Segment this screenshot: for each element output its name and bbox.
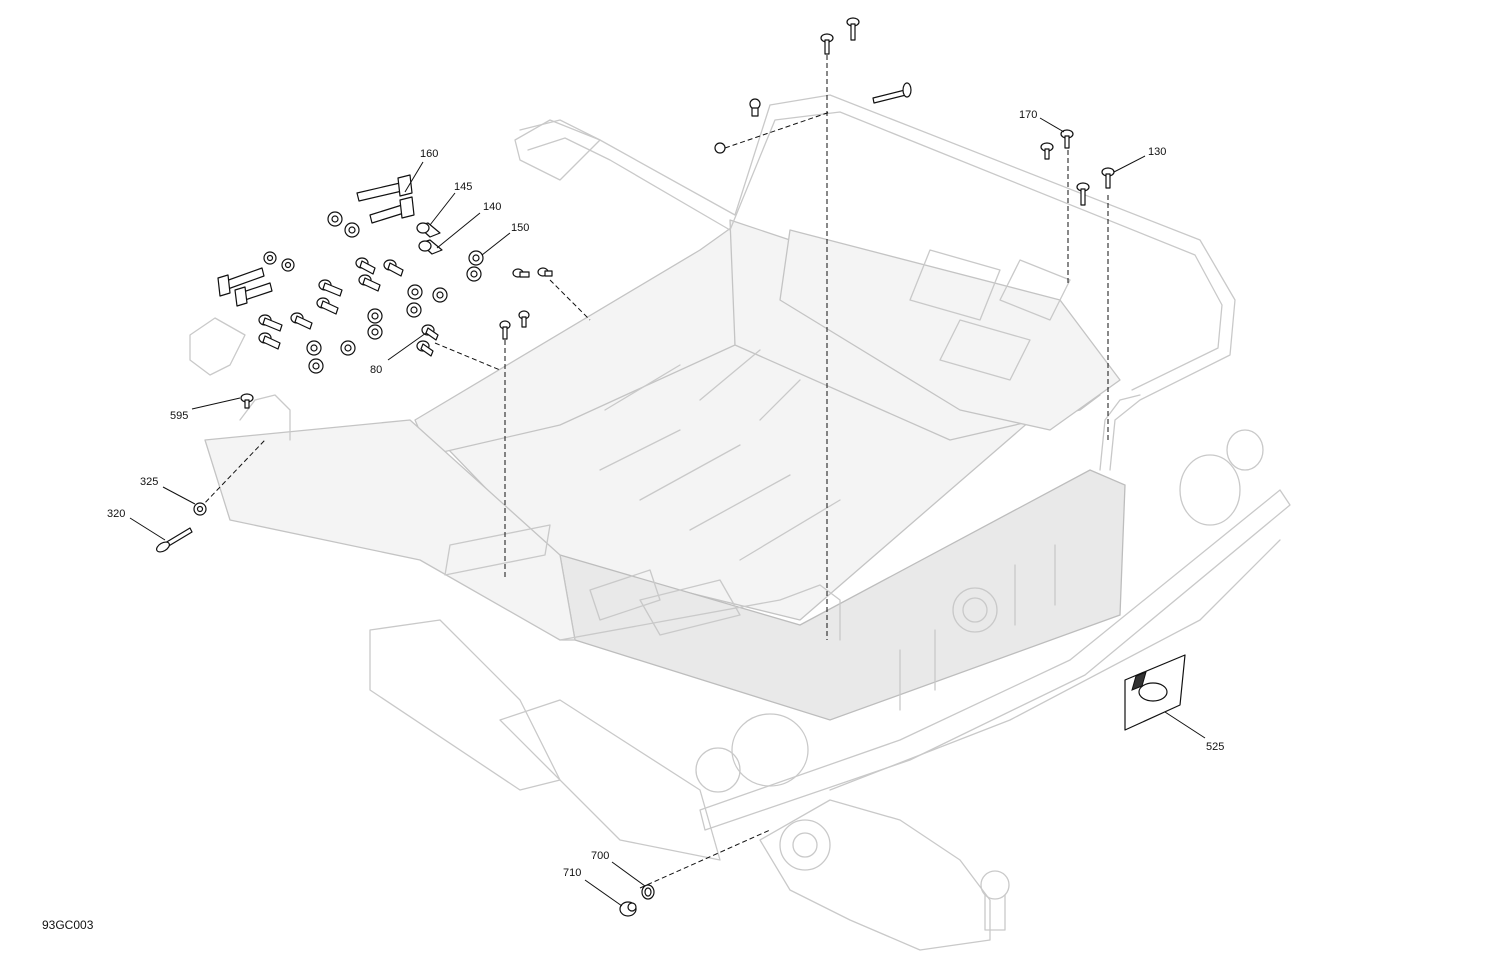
vehicle-frame-illustration: [189, 94, 1291, 951]
clip-top: [714, 98, 761, 154]
callout-170: 170: [1019, 109, 1037, 121]
nut-group: [263, 211, 484, 374]
callout-130: 130: [1148, 146, 1166, 158]
long-bolt-160b: [369, 196, 415, 224]
long-bolt-160a: [356, 174, 413, 202]
figure-id: 93GC003: [42, 918, 94, 932]
small-screw-group: [499, 267, 553, 340]
pin-320: [156, 527, 193, 553]
long-screw-top: [872, 82, 912, 104]
callout-labels: 160 145 140 150 80 595 325 320 170 130 5…: [107, 109, 1224, 879]
callout-150: 150: [511, 222, 529, 234]
callout-320: 320: [107, 508, 125, 520]
flange-bolt-145: [416, 222, 441, 238]
long-bolt-left-b: [234, 282, 273, 307]
callout-145: 145: [454, 181, 472, 193]
assembly-dashed-lines: [199, 55, 1109, 889]
callout-525: 525: [1206, 741, 1224, 753]
leader-lines: [129, 117, 1206, 907]
flange-bolt-140: [418, 239, 443, 255]
callout-595: 595: [170, 410, 188, 422]
callout-140: 140: [483, 201, 501, 213]
decal-525: [1124, 654, 1186, 731]
cap-710: [619, 901, 637, 917]
callout-710: 710: [563, 867, 581, 879]
rivet-595: [240, 393, 254, 409]
short-bolt-group: [258, 257, 439, 357]
fastener-set: [156, 17, 1115, 917]
callout-700: 700: [591, 850, 609, 862]
vertical-screw-group: [820, 17, 1115, 206]
washer-325: [193, 502, 207, 516]
callout-325: 325: [140, 476, 158, 488]
ring-700: [641, 884, 655, 900]
long-bolt-left-a: [217, 267, 265, 297]
callout-80: 80: [370, 364, 382, 376]
callout-160: 160: [420, 148, 438, 160]
